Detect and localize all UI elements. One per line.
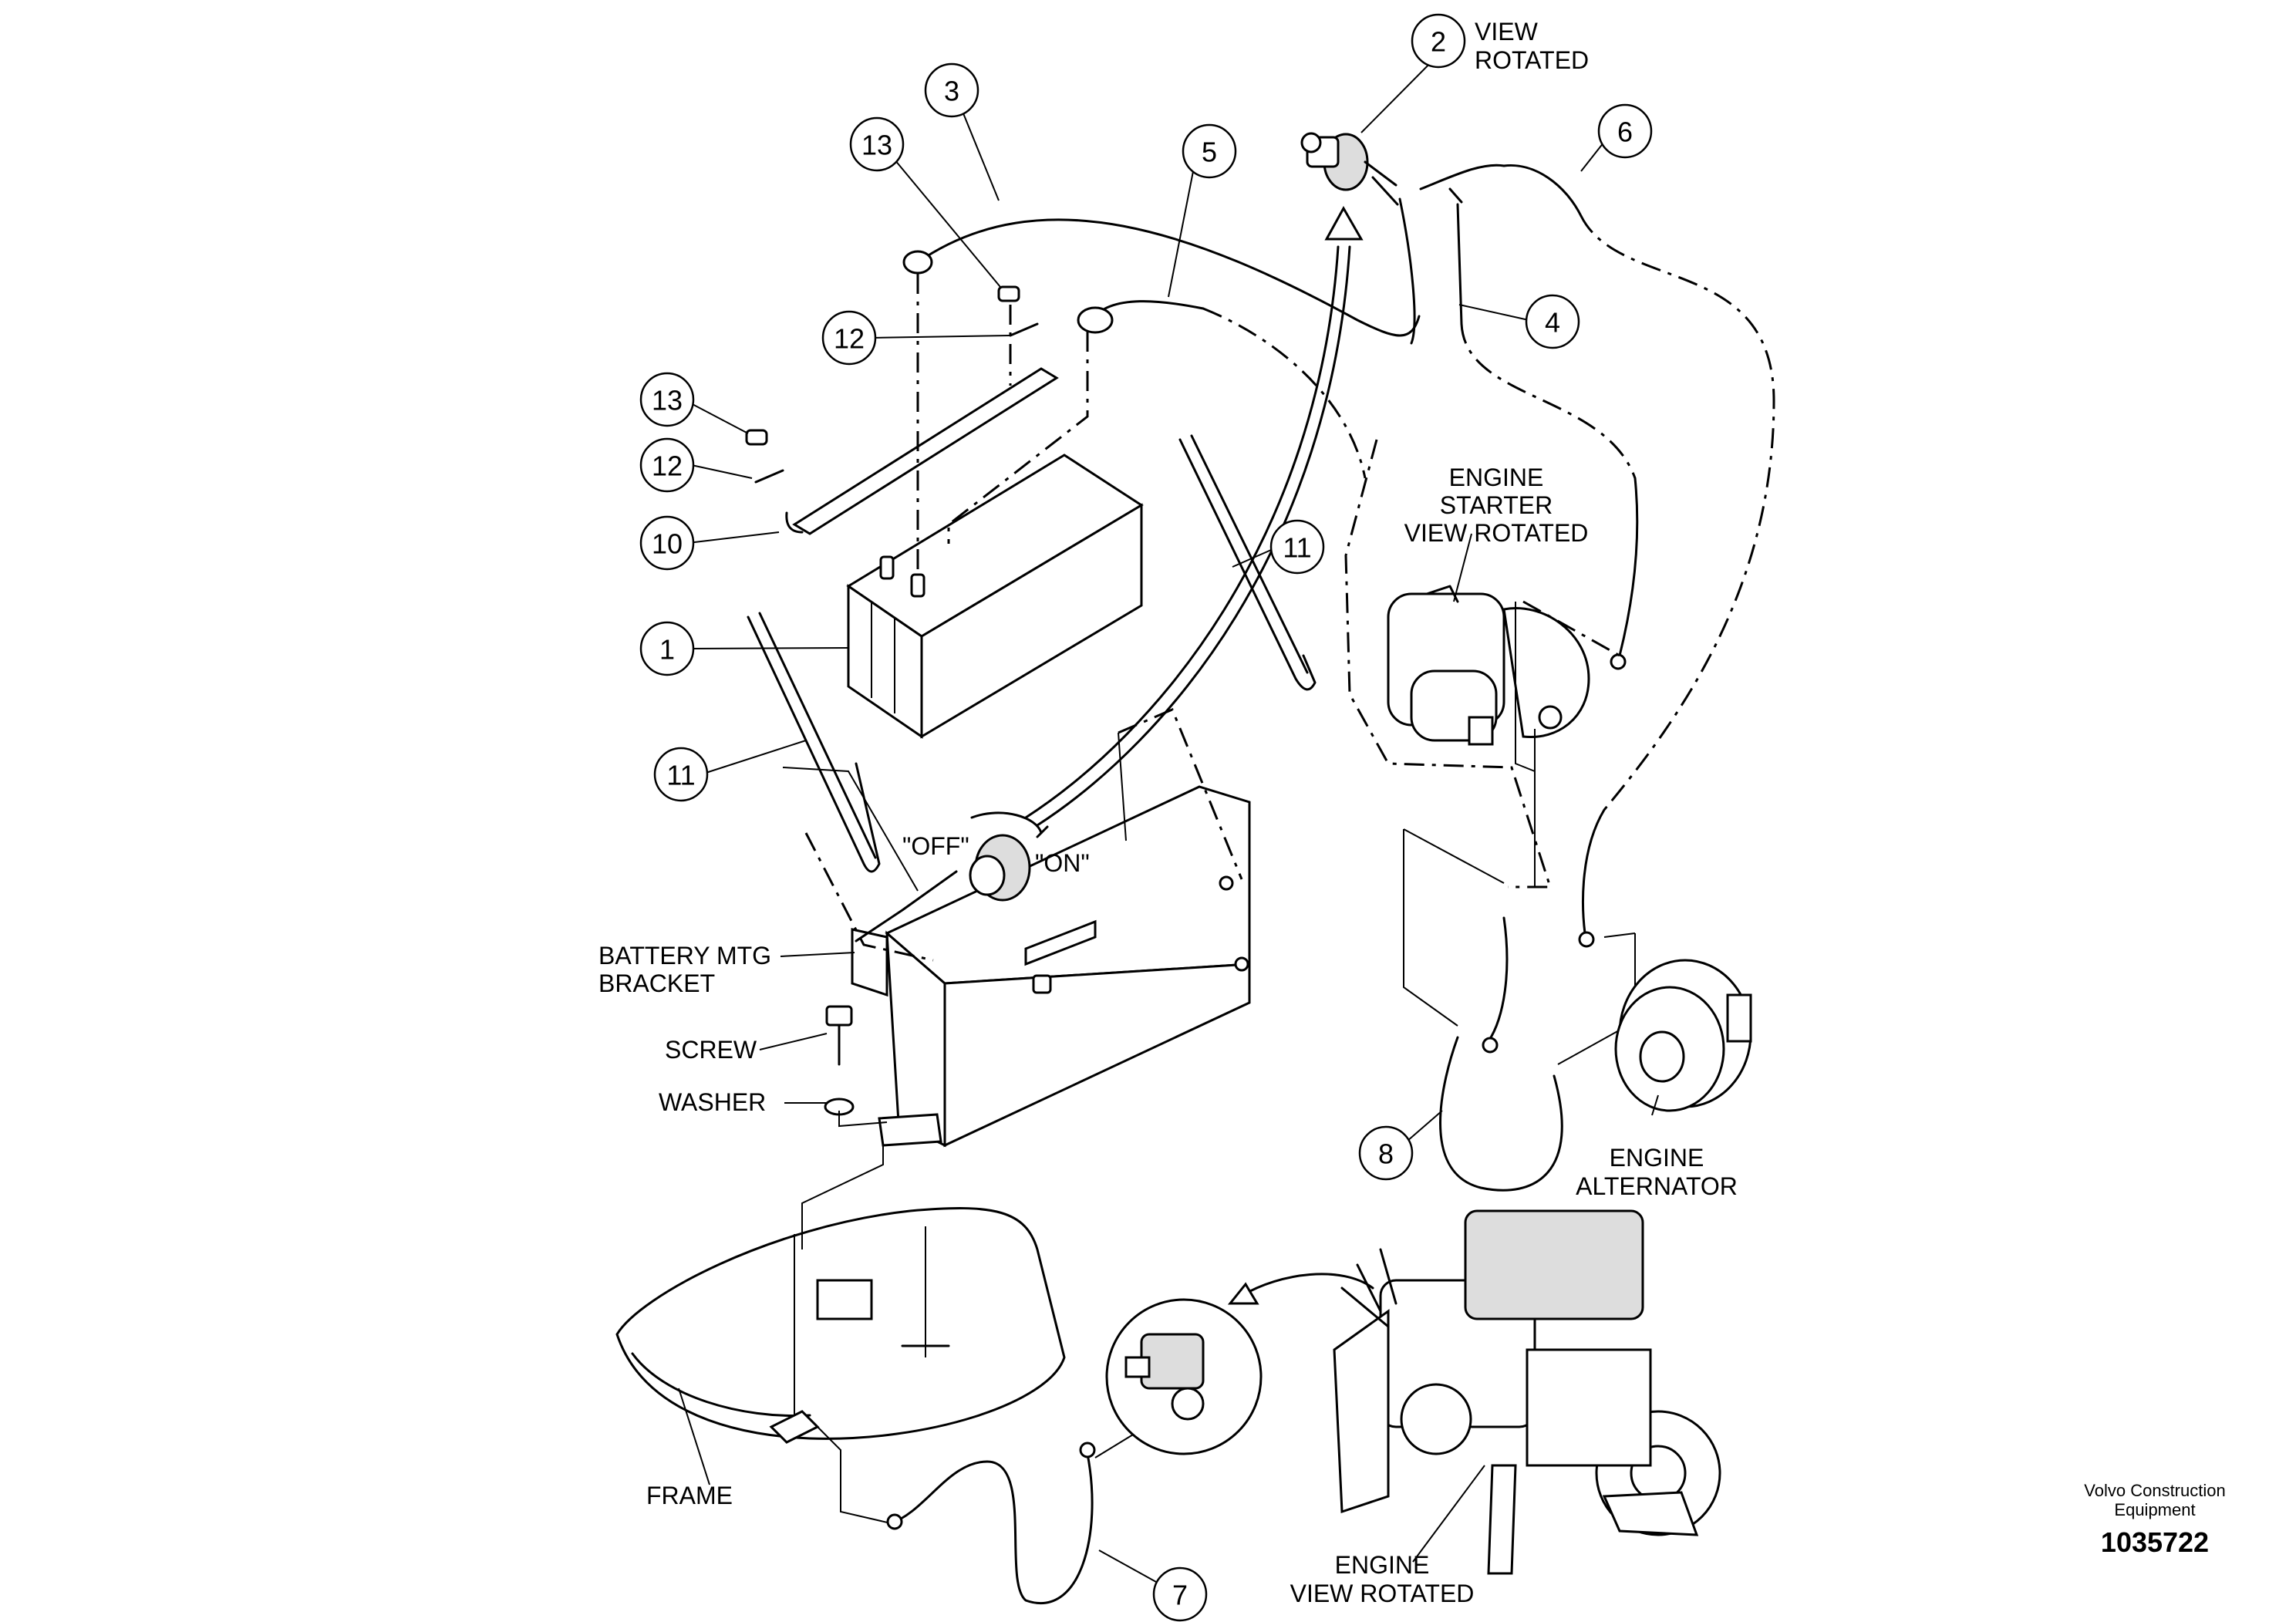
callout-4-number: 4 [1545,307,1560,339]
nut-washer-upper [997,285,1039,337]
cable-7 [889,1452,1094,1605]
callout-10-number: 10 [652,528,683,560]
switch-cable [1024,245,1340,819]
engine [1333,1209,1721,1575]
callout-8: 8 [1358,1125,1414,1181]
footer-company-line2: Equipment [2114,1500,2195,1519]
disconnect-switch-lower [855,811,1049,943]
callout-2-number: 2 [1431,26,1446,58]
label-off: "OFF" [902,832,969,860]
callout-13-lower: 13 [639,372,695,427]
callout-2: 2 [1411,13,1466,69]
cable-3 [916,218,1421,337]
label-starter-line1: ENGINE [1449,464,1544,491]
callout-11-right-number: 11 [1283,532,1311,564]
battery [846,454,1144,739]
cable-6 [1502,164,1583,218]
engine-starter [1387,585,1590,746]
callout-11-right: 11 [1269,519,1325,575]
label-engine-line2: VIEW ROTATED [1290,1580,1475,1607]
callout-13-upper-number: 13 [861,130,892,161]
disconnect-switch-top [1300,132,1505,345]
hold-down-bar [785,367,1059,535]
screw [825,1005,853,1066]
callout-7-number: 7 [1172,1580,1188,1611]
label-on: "ON" [1035,849,1090,877]
terminal-clamp-5 [1077,306,1114,334]
inset-arrow [1240,1273,1374,1297]
label-alternator-line2: ALTERNATOR [1576,1172,1738,1200]
callout-5-number: 5 [1202,137,1217,168]
arrow-up [1324,205,1364,241]
label-engine-line1: ENGINE [1335,1551,1430,1579]
cable-4 [1456,203,1463,325]
j-bolt-right [1178,434,1317,691]
callout-13-upper: 13 [849,116,905,172]
callout-leaders [678,42,1659,1587]
callout-4: 4 [1525,294,1580,349]
callout-1: 1 [639,621,695,676]
callout-12-lower: 12 [639,437,695,493]
callout-11-left-number: 11 [666,760,695,791]
footer-company-line1: Volvo Construction [2084,1481,2225,1500]
nut-washer-lower [745,429,784,484]
cable-8 [1439,1036,1563,1192]
callout-12-upper-number: 12 [834,323,865,355]
j-bolt-left [747,612,881,873]
label-view-rotated-line2: ROTATED [1475,46,1589,74]
callout-1-number: 1 [659,634,675,666]
drawing-number: 1035722 [2101,1526,2209,1558]
label-screw: SCREW [665,1036,757,1064]
engine-detail-inset [1105,1298,1263,1455]
callout-5: 5 [1182,123,1237,179]
callout-11-left: 11 [653,747,709,802]
label-alternator-line1: ENGINE [1610,1144,1704,1172]
label-starter-line3: VIEW ROTATED [1404,519,1589,547]
callout-6: 6 [1597,103,1653,159]
battery-mounting-bracket [851,785,1251,1148]
terminal-clamp-3 [902,250,933,275]
callout-12-upper: 12 [821,310,877,366]
callout-13-lower-number: 13 [652,385,683,416]
frame [615,1207,1066,1444]
callout-8-number: 8 [1378,1138,1394,1170]
engine-alternator [1614,959,1752,1112]
label-frame: FRAME [646,1482,733,1509]
callout-7: 7 [1152,1566,1208,1622]
label-washer: WASHER [659,1088,766,1116]
callout-10: 10 [639,515,695,571]
callout-6-number: 6 [1617,116,1633,148]
callout-12-lower-number: 12 [652,450,683,482]
label-view-rotated-line1: VIEW [1475,18,1539,46]
callout-3: 3 [924,62,979,118]
label-battery-mtg-line1: BATTERY MTG [598,942,771,969]
callout-3-number: 3 [944,76,959,107]
label-battery-mtg-line2: BRACKET [598,969,715,997]
label-starter-line2: STARTER [1440,491,1553,519]
